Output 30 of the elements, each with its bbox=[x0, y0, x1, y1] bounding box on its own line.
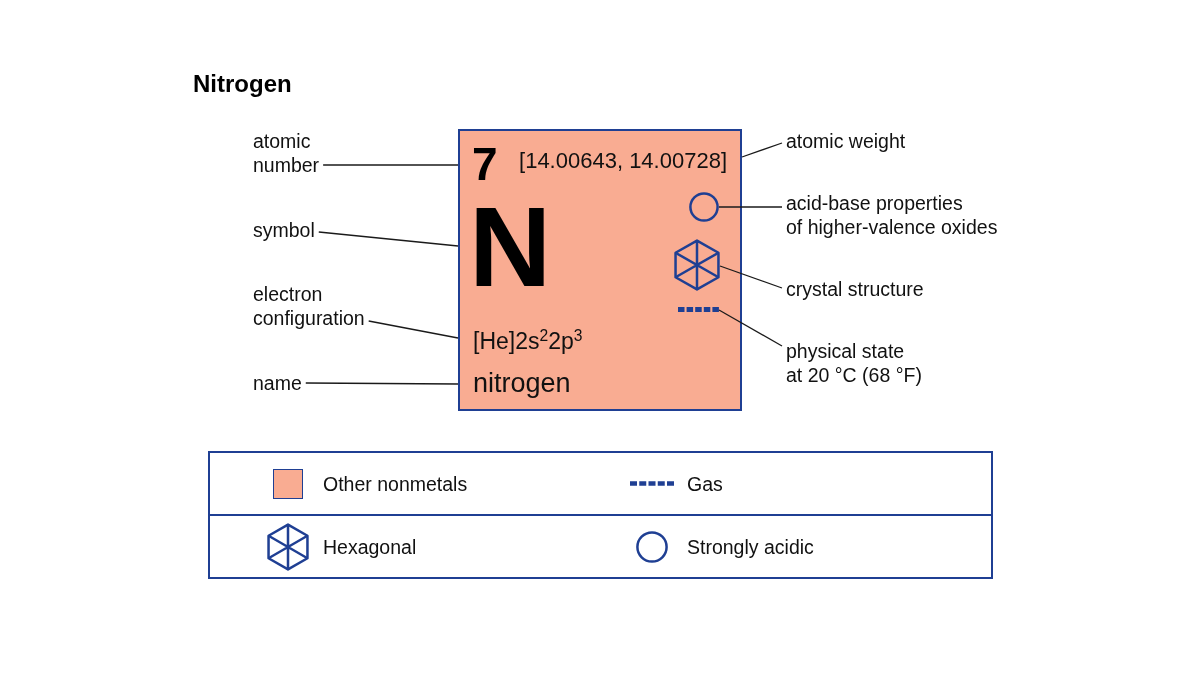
leader-line bbox=[718, 206, 783, 208]
leader-line bbox=[322, 164, 459, 166]
callout-label: physical state at 20 °C (68 °F) bbox=[786, 339, 922, 387]
leader-line bbox=[305, 382, 459, 385]
callout-label: electron configuration bbox=[253, 282, 365, 330]
circle-icon bbox=[689, 192, 719, 222]
hexagon-icon bbox=[674, 239, 720, 291]
callout-label: atomic weight bbox=[786, 129, 906, 153]
callout-label: name bbox=[253, 371, 302, 395]
legend-label: Strongly acidic bbox=[687, 534, 814, 559]
electron-configuration: [He]2s$^{2}$2p$^{3}$ bbox=[458, 327, 583, 355]
element-tile bbox=[458, 129, 742, 411]
legend-label: Other nonmetals bbox=[323, 471, 468, 496]
leader-line bbox=[718, 309, 783, 347]
atomic-number: 7 bbox=[458, 141, 498, 187]
callout-label: symbol bbox=[253, 218, 315, 242]
atomic-weight: [14.00643, 14.00728] bbox=[519, 148, 742, 174]
legend-label: Hexagonal bbox=[323, 534, 417, 559]
title: Nitrogen bbox=[193, 69, 292, 98]
dashes-icon bbox=[678, 307, 719, 312]
leader-line bbox=[368, 320, 459, 339]
element-symbol: N bbox=[458, 190, 552, 304]
leader-line bbox=[741, 142, 783, 158]
legend-label: Gas bbox=[687, 471, 723, 496]
callout-label: acid-base properties of higher-valence oxides bbox=[786, 191, 998, 239]
leader-line bbox=[318, 231, 459, 247]
callout-label: crystal structure bbox=[786, 277, 924, 301]
callout-label: atomic number bbox=[253, 129, 320, 177]
leader-line bbox=[719, 265, 783, 289]
element-name: nitrogen bbox=[458, 367, 571, 399]
